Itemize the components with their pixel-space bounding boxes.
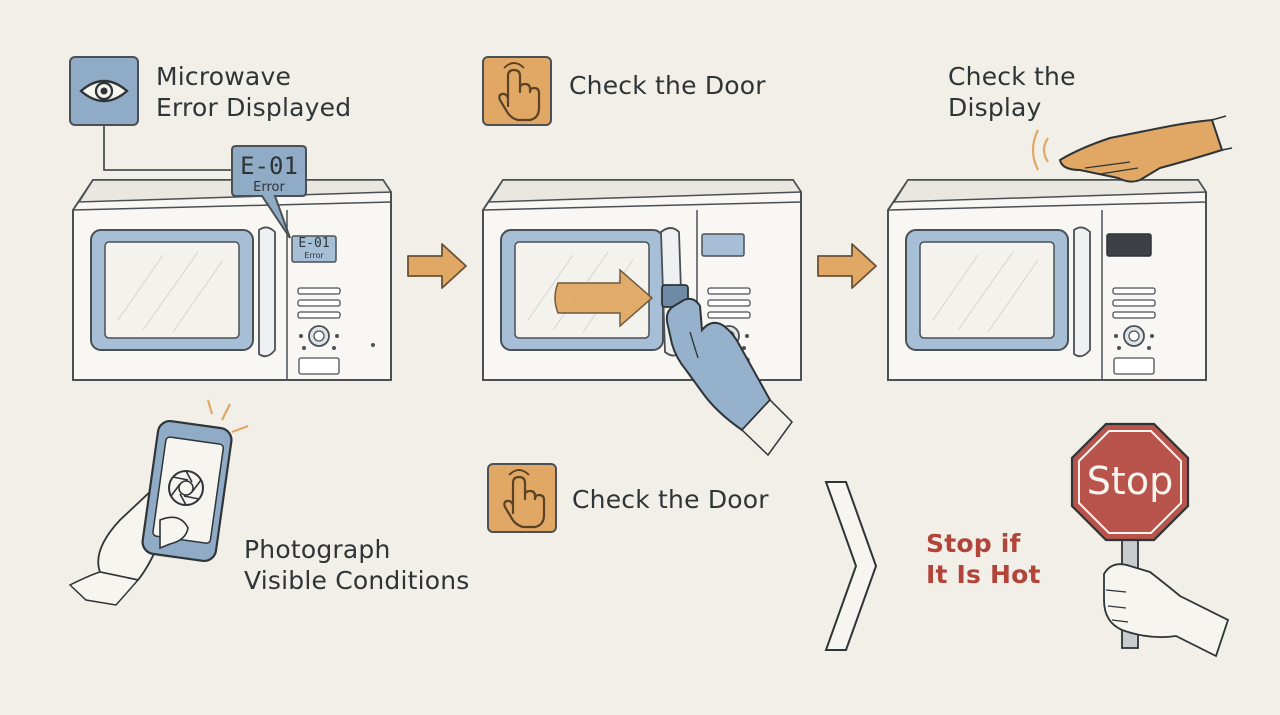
stop-sign-text: Stop xyxy=(1087,459,1173,503)
eye-icon xyxy=(69,56,139,126)
step-check-door-bottom-label: Check the Door xyxy=(572,485,769,514)
step-photograph-label: Photograph Visible Conditions xyxy=(244,534,470,596)
error-callout xyxy=(231,145,307,239)
step-display-line1: Check the xyxy=(948,62,1076,91)
flow-arrow-2 xyxy=(817,243,877,289)
hand-feeling-heat xyxy=(1031,115,1233,183)
step-stop-line1: Stop if xyxy=(926,529,1021,558)
error-text: Error xyxy=(253,180,285,195)
chevron-right-icon xyxy=(824,481,878,651)
step-stop-line2: It Is Hot xyxy=(926,560,1041,589)
touch-hand-icon xyxy=(482,56,552,126)
step-photo-line1: Photograph xyxy=(244,535,391,564)
hand-pressing-latch xyxy=(661,284,793,457)
error-code: E-01 xyxy=(240,152,298,180)
touch-hand-icon-bottom xyxy=(487,463,557,533)
microwave-error xyxy=(72,179,392,381)
step-error-line1: Microwave xyxy=(156,62,292,91)
step-stop-if-hot-label: Stop if It Is Hot xyxy=(926,528,1041,590)
flow-arrow-1 xyxy=(407,243,467,289)
camera-shutter-icon xyxy=(68,399,249,606)
step-error-line2: Error Displayed xyxy=(156,93,352,122)
step-check-display-label: Check the Display xyxy=(948,61,1076,123)
step-check-door-top-label: Check the Door xyxy=(569,71,766,100)
door-push-arrow xyxy=(554,268,654,328)
microwave-display-check xyxy=(887,179,1207,381)
step-photo-line2: Visible Conditions xyxy=(244,566,470,595)
blank-display xyxy=(1106,233,1152,257)
stop-sign-icon xyxy=(1070,422,1230,658)
panel-display-text: Error xyxy=(304,251,324,260)
panel-display xyxy=(291,235,337,263)
step-error-displayed-label: Microwave Error Displayed xyxy=(156,61,351,123)
panel-display-code: E-01 xyxy=(298,236,329,251)
step-display-line2: Display xyxy=(948,93,1042,122)
connector-line xyxy=(103,125,232,171)
microwave-door-check xyxy=(482,179,802,381)
